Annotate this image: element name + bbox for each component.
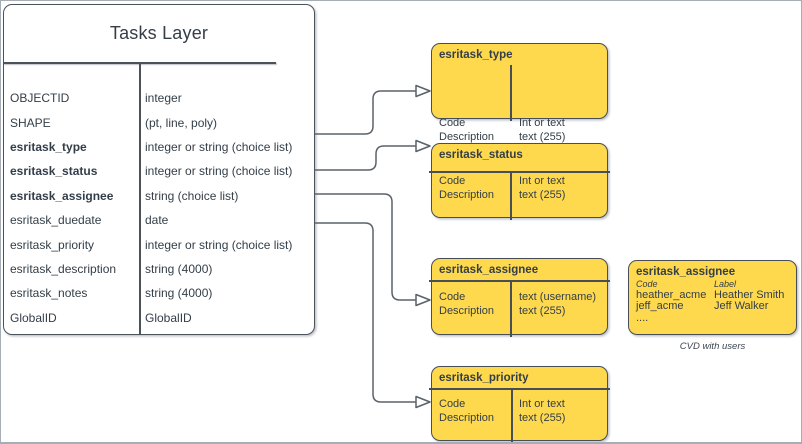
cvd-ellipsis-row: .... (636, 312, 792, 325)
cvd-header-row: Code Label (636, 279, 792, 290)
domain-title-divider (429, 388, 610, 390)
field-row: esritask_description string (4000) (4, 257, 314, 281)
domain-type-column: text (username) text (255) (519, 291, 596, 318)
domain-cell: text (username) (519, 291, 597, 303)
cvd-box-esritask-assignee: esritask_assignee Code Label heather_acm… (628, 260, 797, 335)
domain-cell: text (255) (519, 130, 566, 143)
cvd-code: heather_acme (636, 288, 707, 301)
domain-box-title: esritask_priority (439, 372, 529, 384)
field-type: integer or string (choice list) (145, 139, 293, 154)
cvd-header-label: Label (714, 279, 737, 289)
cvd-row: heather_acme Heather Smith (636, 288, 792, 302)
field-row: esritask_notes string (4000) (4, 281, 314, 305)
field-type: (pt, line, poly) (145, 115, 218, 130)
connector-esritask-priority (315, 222, 416, 403)
connector-esritask-type (315, 90, 416, 135)
cvd-code: jeff_acme (636, 300, 684, 313)
field-type: GlobalID (145, 310, 192, 325)
domain-code-column: Code Description (439, 175, 494, 202)
cvd-grid: Code Label heather_acme Heather Smith je… (636, 279, 792, 325)
domain-cell: Description (439, 411, 495, 424)
field-name: esritask_type (10, 139, 87, 154)
field-row: GlobalID GlobalID (4, 306, 314, 330)
field-name: OBJECTID (10, 91, 70, 106)
field-type: string (4000) (145, 261, 213, 276)
domain-code-column: Code Description (439, 117, 494, 144)
connector-esritask-status (315, 145, 416, 171)
field-name: esritask_status (10, 164, 98, 179)
domain-column-divider (511, 388, 513, 442)
domain-code-column: Code Description (439, 398, 494, 425)
field-row: esritask_duedate date (4, 208, 314, 232)
domain-cell: text (255) (519, 411, 566, 424)
domain-cell: Int or text (519, 175, 565, 187)
open-arrowhead-icon (415, 293, 431, 307)
open-arrowhead-icon (415, 395, 431, 409)
domain-code-column: Code Description (439, 291, 494, 318)
domain-cell: text (255) (519, 188, 566, 201)
domain-cell: Code (439, 117, 466, 129)
field-type: integer or string (choice list) (145, 164, 293, 179)
field-name: GlobalID (10, 310, 57, 325)
domain-box-title: esritask_assignee (439, 264, 539, 276)
domain-title-divider (429, 280, 610, 282)
cvd-row: jeff_acme Jeff Walker (636, 301, 792, 313)
domain-cell: text (255) (519, 304, 566, 317)
open-arrowhead-icon (415, 139, 431, 153)
domain-cell: Code (439, 398, 466, 410)
field-row: esritask_priority integer or string (cho… (4, 232, 314, 256)
column-divider (139, 63, 141, 334)
domain-box-title: esritask_status (439, 149, 523, 161)
domain-column-divider (510, 65, 512, 121)
field-name: esritask_description (10, 261, 117, 276)
field-name: esritask_priority (10, 237, 95, 252)
cvd-label: Heather Smith (714, 288, 785, 301)
domain-cell: Int or text (519, 117, 565, 129)
domain-box-esritask-assignee: esritask_assignee Code Description text … (429, 258, 610, 337)
connector-esritask-assignee (315, 193, 416, 301)
cvd-box-title: esritask_assignee (636, 266, 736, 278)
field-name: SHAPE (10, 115, 51, 130)
field-row: OBJECTID integer (4, 86, 314, 110)
domain-column-divider (510, 171, 512, 220)
domain-type-column: Int or text text (255) (519, 117, 565, 144)
domain-title-divider (429, 171, 610, 173)
field-type: string (choice list) (145, 188, 239, 203)
domain-box-esritask-priority: esritask_priority Code Description Int o… (429, 366, 610, 442)
field-type: string (4000) (145, 286, 213, 301)
domain-column-divider (510, 280, 512, 337)
field-row: esritask_type integer or string (choice … (4, 135, 314, 159)
tasks-layer-entity: Tasks Layer OBJECTID integer SHAPE (pt, … (3, 4, 315, 335)
domain-box-title: esritask_type (439, 49, 513, 61)
field-name: esritask_notes (10, 286, 88, 301)
domain-cell: Code (439, 291, 466, 303)
field-rows: OBJECTID integer SHAPE (pt, line, poly) … (4, 64, 314, 330)
domain-cell: Description (439, 304, 495, 317)
domain-type-column: Int or text text (255) (519, 398, 565, 425)
field-name: esritask_duedate (10, 213, 102, 228)
domain-type-column: Int or text text (255) (519, 175, 565, 202)
field-row: SHAPE (pt, line, poly) (4, 110, 314, 134)
field-type: integer or string (choice list) (145, 237, 293, 252)
domain-cell: Description (439, 188, 495, 201)
domain-cell: Description (439, 130, 495, 143)
field-row: esritask_assignee string (choice list) (4, 184, 314, 208)
open-arrowhead-icon (415, 84, 431, 98)
field-type: integer (145, 91, 182, 106)
field-type: date (145, 213, 169, 228)
cvd-ellipsis: .... (636, 312, 649, 325)
field-name: esritask_assignee (10, 188, 114, 203)
domain-box-esritask-status: esritask_status Code Description Int or … (429, 143, 610, 220)
cvd-label: Jeff Walker (714, 300, 769, 313)
domain-cell: Code (439, 175, 466, 187)
cvd-header-code: Code (636, 279, 658, 289)
domain-cell: Int or text (519, 398, 565, 410)
tasks-layer-title: Tasks Layer (109, 22, 209, 43)
cvd-caption: CVD with users (679, 341, 746, 352)
domain-box-esritask-type: esritask_type Code Description Int or te… (431, 43, 608, 143)
field-row: esritask_status integer or string (choic… (4, 159, 314, 183)
